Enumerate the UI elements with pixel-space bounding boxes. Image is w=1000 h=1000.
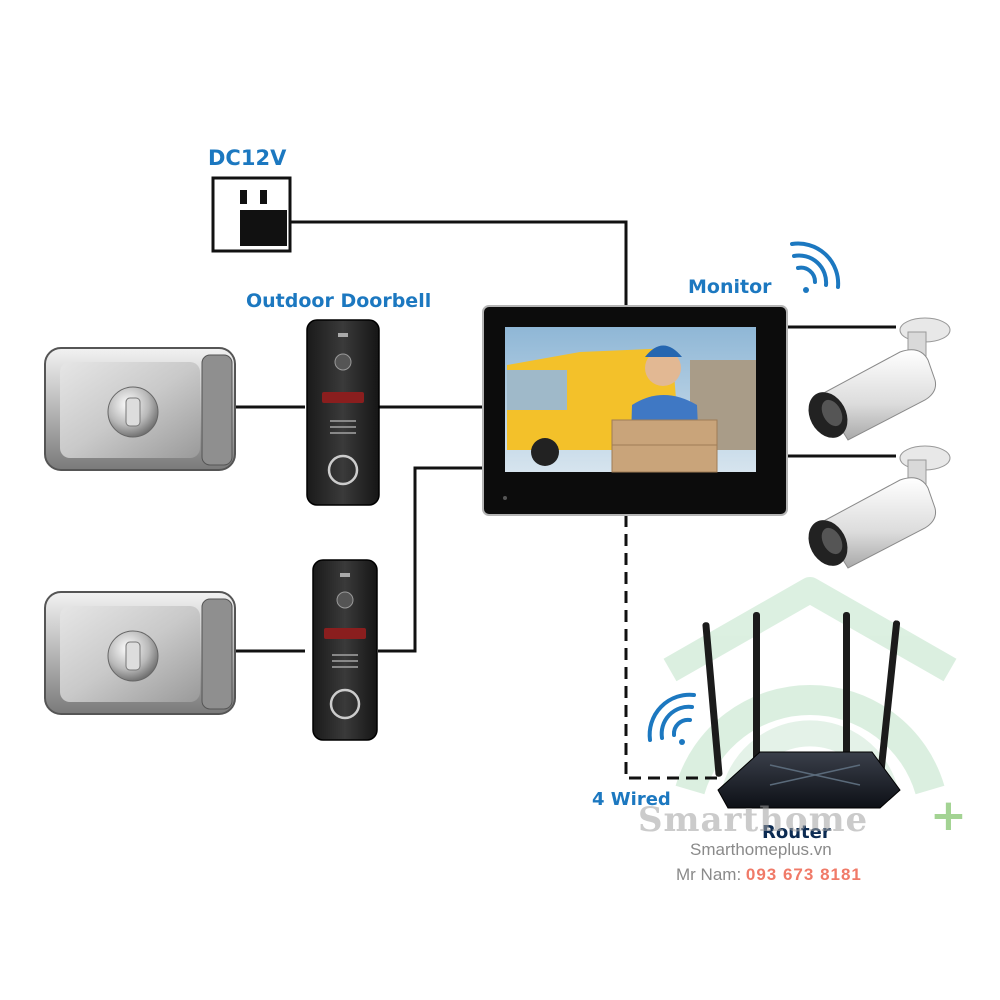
- watermark-brand: Smarthome: [638, 800, 869, 840]
- electric-lock-icon: [44, 591, 236, 715]
- doorbell2-wire: [378, 466, 485, 653]
- cctv-camera-icon: [808, 445, 951, 569]
- watermark-plus: +: [930, 790, 967, 841]
- wifi-icon: [790, 241, 841, 293]
- router-label: Router: [762, 822, 831, 843]
- wifi-icon: [647, 692, 696, 745]
- doorbell-icon: [312, 559, 378, 741]
- router-icon: [702, 612, 901, 809]
- monitor-device: [482, 305, 788, 516]
- doorbell-label: Outdoor Doorbell: [246, 290, 432, 312]
- monitor-label: Monitor: [688, 276, 772, 298]
- watermark-contact-prefix: Mr Nam:: [676, 865, 746, 884]
- cctv-camera-icon: [808, 317, 951, 441]
- wiring: [234, 220, 896, 780]
- power-socket-icon: [211, 176, 292, 253]
- watermark-contact: Mr Nam: 093 673 8181: [676, 865, 862, 885]
- doorbell-icon: [306, 319, 380, 506]
- power-label: DC12V: [208, 146, 287, 170]
- watermark-site: Smarthomeplus.vn: [690, 840, 832, 859]
- watermark-phone: 093 673 8181: [745, 865, 862, 884]
- router-wire-dashed: [624, 515, 718, 780]
- electric-lock-icon: [44, 347, 236, 471]
- wired-label: 4 Wired: [592, 789, 671, 810]
- power-wire: [290, 220, 628, 308]
